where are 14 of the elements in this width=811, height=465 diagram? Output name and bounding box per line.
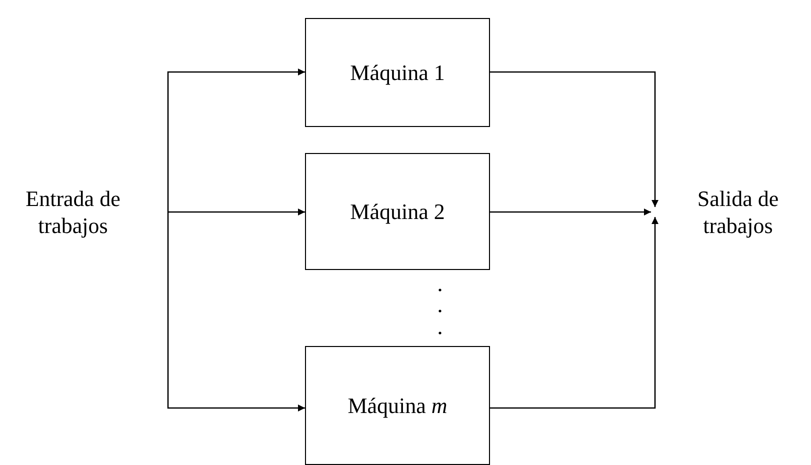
machine-box — [305, 346, 490, 465]
arrow — [490, 208, 651, 216]
flow-text: Entrada de trabajos — [24, 185, 122, 239]
arrow — [490, 71, 658, 207]
arrow — [167, 68, 305, 212]
arrow — [167, 208, 305, 216]
arrow — [490, 217, 658, 409]
flow-text: Salida de trabajos — [696, 185, 780, 239]
machine-box — [305, 18, 490, 127]
machine-box — [305, 153, 490, 270]
arrow — [167, 212, 305, 412]
machine-name: Máquina 2 — [350, 198, 445, 225]
machine-name: Máquina 1 — [350, 59, 445, 86]
machine-name: Máquina m — [348, 392, 448, 419]
